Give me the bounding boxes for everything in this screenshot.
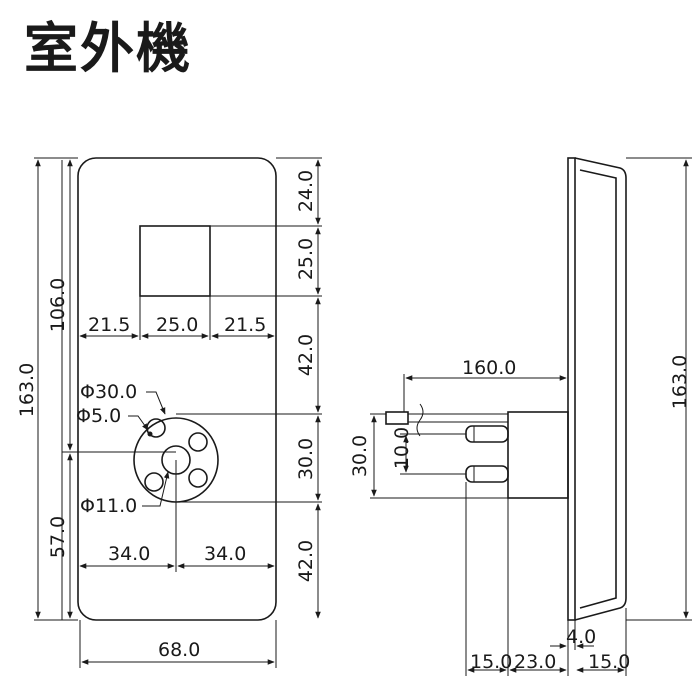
front-view: 21.5 25.0 21.5 34.0 34.0 68.0 Φ30.0 Φ5.0… <box>16 157 322 668</box>
display-window <box>139 225 211 297</box>
mounting-plate <box>567 157 576 621</box>
break-mark <box>416 403 424 437</box>
dim-left-34: 34.0 <box>108 543 150 565</box>
dim-bottom-42: 42.0 <box>295 540 317 582</box>
housing-profile <box>574 157 627 621</box>
dim-total-height: 163.0 <box>16 363 38 417</box>
label-phi30: Φ30.0 <box>80 381 137 403</box>
side-view: 160.0 4.0 15.0 23.0 15.0 163.0 30.0 10.0 <box>349 157 692 676</box>
bolt-hole-bl <box>144 472 164 492</box>
dim-depth-160: 160.0 <box>462 357 516 379</box>
housing-inner <box>579 169 617 609</box>
dim-width-left: 21.5 <box>88 314 130 336</box>
dim-gap-42: 42.0 <box>295 334 317 376</box>
dim-upper-106: 106.0 <box>47 278 69 332</box>
pipe-tip <box>385 411 409 425</box>
dim-4: 4.0 <box>566 626 596 648</box>
dim-width-right: 21.5 <box>224 314 266 336</box>
dim-hole-30: 30.0 <box>295 438 317 480</box>
label-phi5: Φ5.0 <box>76 405 121 427</box>
dim-side-10: 10.0 <box>391 427 413 469</box>
dim-width-mid: 25.0 <box>156 314 198 336</box>
dim-total-width: 68.0 <box>158 639 200 661</box>
dim-15b: 15.0 <box>588 651 630 673</box>
small-hole <box>147 431 153 437</box>
dim-right-34: 34.0 <box>204 543 246 565</box>
label-phi11: Φ11.0 <box>80 495 137 517</box>
dim-23: 23.0 <box>514 651 556 673</box>
bracket-body <box>507 411 569 499</box>
bolt-hole-br <box>188 468 208 488</box>
dim-side-height: 163.0 <box>669 355 691 409</box>
dim-top-24: 24.0 <box>295 170 317 212</box>
dim-lower-57: 57.0 <box>47 516 69 558</box>
dim-window-25: 25.0 <box>295 238 317 280</box>
front-body-outline <box>77 157 277 621</box>
dim-15a: 15.0 <box>470 651 512 673</box>
page-title: 室外機 <box>24 17 192 80</box>
lower-pipe <box>465 465 509 483</box>
dim-side-30: 30.0 <box>349 435 371 477</box>
bolt-hole-r <box>188 432 208 452</box>
upper-pipe <box>465 425 509 443</box>
